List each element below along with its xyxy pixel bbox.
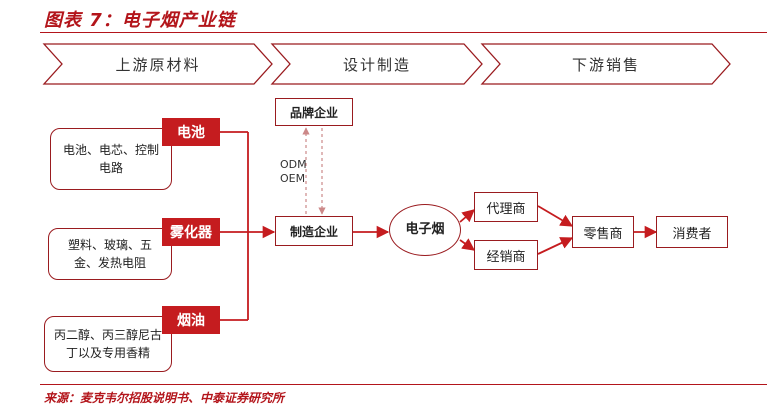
- arrow-distributor-to-retail: [537, 237, 574, 255]
- arrow-to-distributor: [459, 238, 476, 251]
- e-cigarette-label: 电子烟: [405, 222, 445, 237]
- consumer-box: 消费者: [656, 216, 728, 248]
- title-rule: [40, 32, 767, 33]
- stage-chevron-downstream: [480, 43, 731, 85]
- source-note: 来源：麦克韦尔招股说明书、中泰证券研究所: [44, 391, 285, 405]
- atomizer-desc-box: 塑料、玻璃、五金、发热电阻: [48, 228, 172, 280]
- source-rule: [40, 384, 767, 385]
- stage-chevron-design: [270, 43, 483, 85]
- agent-box: 代理商: [474, 192, 538, 222]
- e-cigarette-ellipse: 电子烟: [389, 204, 461, 256]
- battery-desc-box: 电池、电芯、控制电路: [50, 128, 172, 190]
- stage-chevron-upstream: [42, 43, 273, 85]
- arrow-to-agent: [459, 209, 475, 223]
- oem-text: OEM: [280, 172, 306, 185]
- manufacturer-box: 制造企业: [275, 216, 353, 246]
- eliquid-desc-box: 丙二醇、丙三醇尼古丁以及专用香精: [44, 316, 172, 372]
- odm-text: ODM: [280, 158, 307, 171]
- atomizer-tag: 雾化器: [162, 218, 220, 246]
- oem-label: ODM OEM: [280, 158, 307, 186]
- figure-title: 图表 7：电子烟产业链: [44, 10, 236, 31]
- stage-label-downstream: 下游销售: [571, 55, 640, 74]
- brand-company-box: 品牌企业: [275, 98, 353, 126]
- battery-tag: 电池: [162, 118, 220, 146]
- arrow-agent-to-retail: [537, 205, 574, 227]
- retailer-box: 零售商: [572, 216, 634, 248]
- stage-label-design: 设计制造: [342, 55, 411, 74]
- eliquid-tag: 烟油: [162, 306, 220, 334]
- distributor-box: 经销商: [474, 240, 538, 270]
- stage-label-upstream: 上游原材料: [115, 55, 201, 74]
